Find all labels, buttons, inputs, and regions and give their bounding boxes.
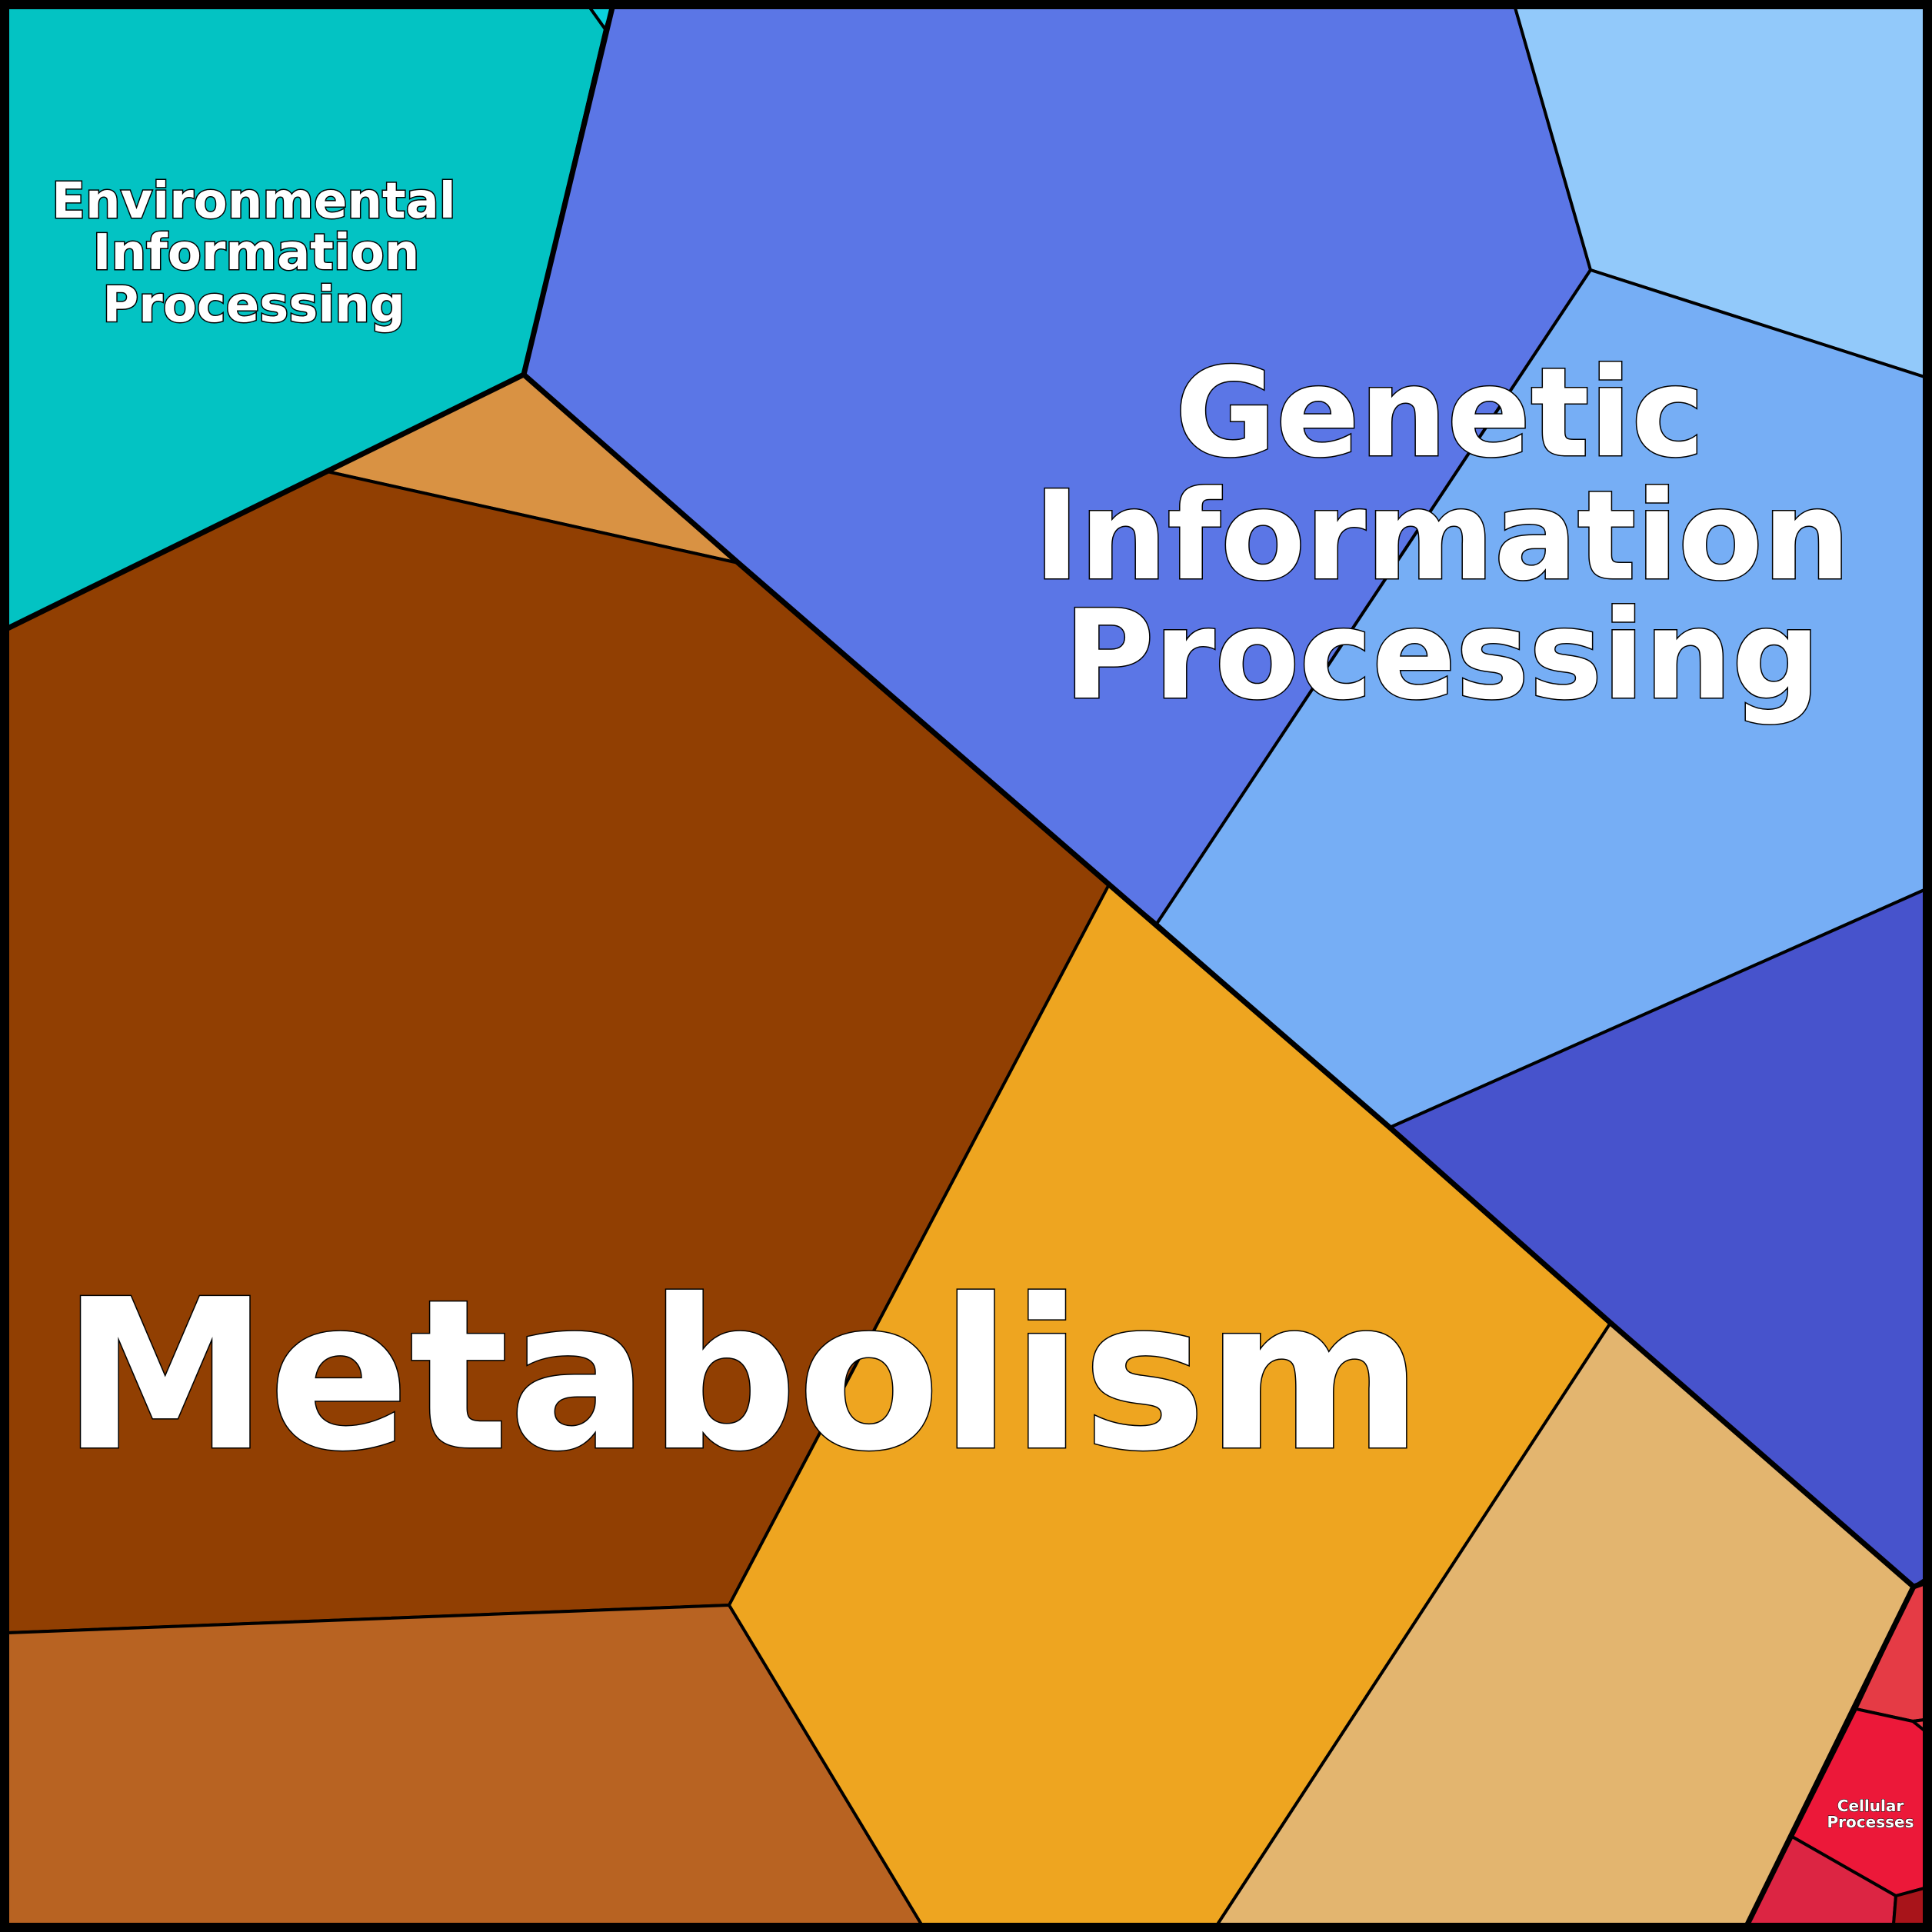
label-metabolism: Metabolism — [62, 1254, 1423, 1497]
label-cellular-line2: Processes — [1827, 1813, 1914, 1831]
label-genetic-line2: Information — [1034, 464, 1850, 608]
boundary-environmental — [6, 7, 615, 631]
label-cellular-line1: Cellular — [1837, 1797, 1904, 1815]
label-environmental-line2: Information — [93, 225, 420, 281]
label-genetic-line3: Processing — [1064, 583, 1820, 727]
boundary-cellular — [1744, 1585, 1917, 1926]
label-environmental-line3: Processing — [102, 277, 405, 334]
label-genetic-line1: Genetic — [1175, 341, 1704, 485]
label-environmental-line1: Environmental — [52, 173, 455, 230]
